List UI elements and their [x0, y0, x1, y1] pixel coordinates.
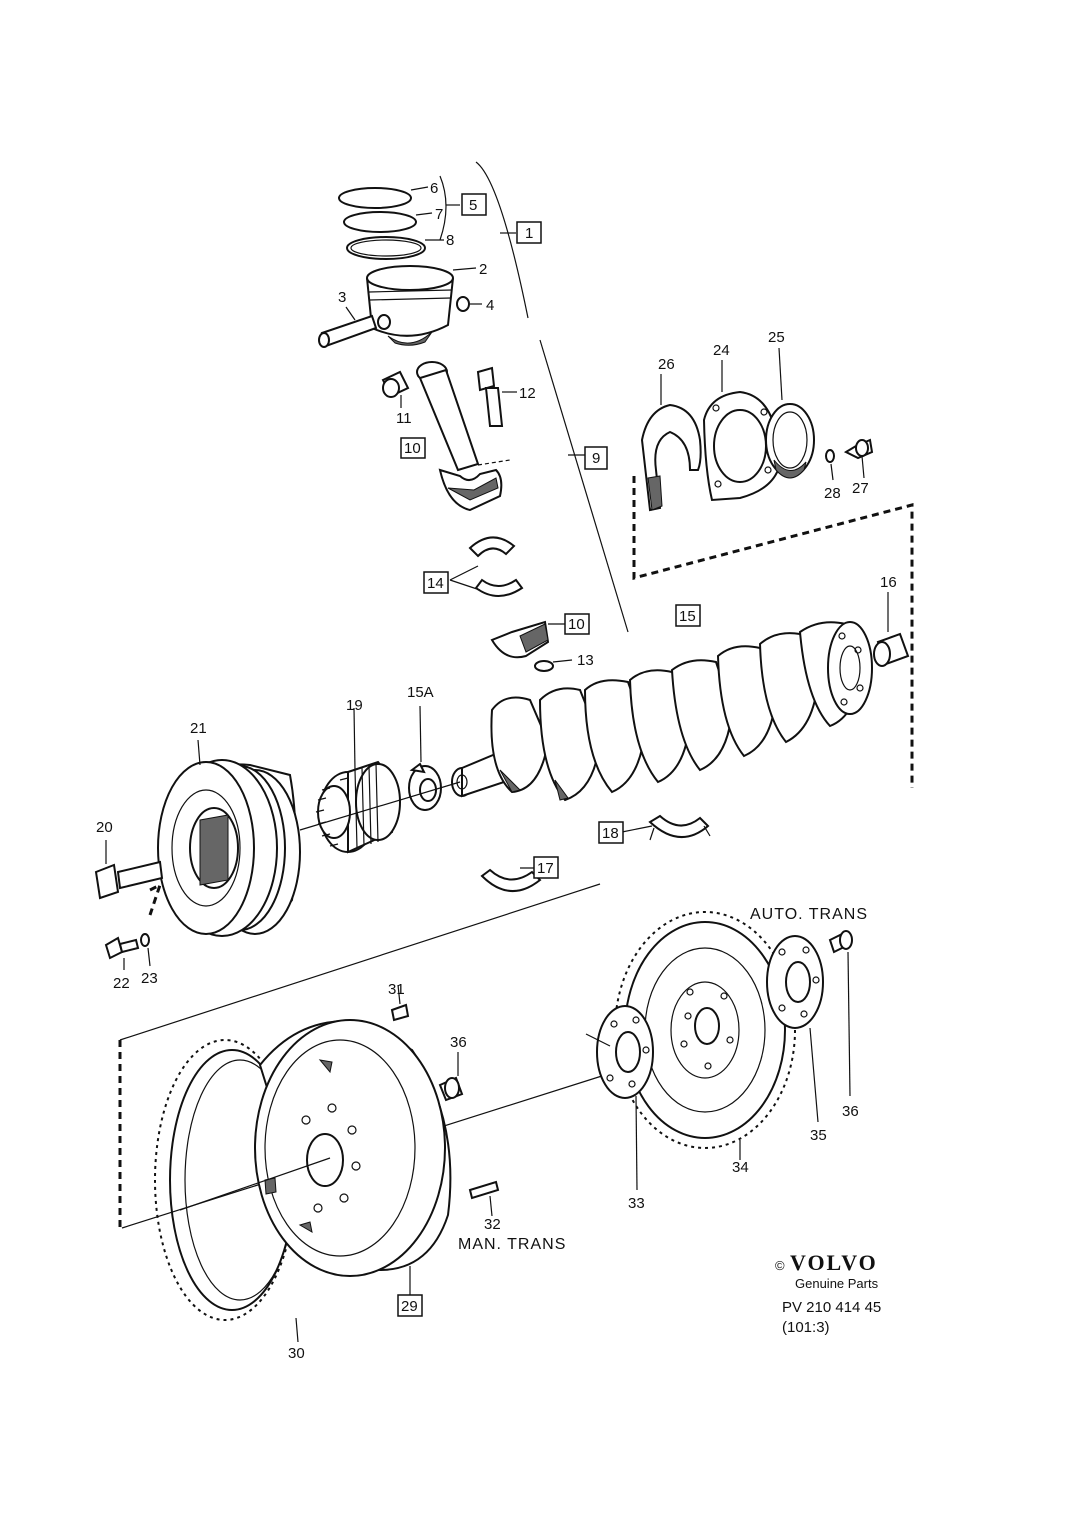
label-33: 33 [628, 1195, 645, 1212]
label-36-manual: 36 [450, 1034, 467, 1051]
boxed-labels: 5 1 10 9 14 10 15 18 17 29 [397, 193, 701, 1317]
box-10-top [400, 437, 426, 459]
label-22: 22 [113, 975, 130, 992]
connecting-rod [416, 361, 511, 512]
bearing-shells-upper [449, 536, 524, 597]
crank-pulley [157, 739, 301, 937]
label-4: 4 [486, 297, 494, 314]
thrust-bearing [621, 814, 711, 841]
label-6: 6 [430, 180, 438, 197]
rear-seal-housing [702, 390, 780, 502]
auto-trans-caption: AUTO. TRANS [750, 906, 868, 923]
box-10-cap [564, 613, 590, 635]
label-14: 14 [427, 575, 444, 592]
dowel-pin-lower [468, 1180, 500, 1217]
washer-bolt [825, 438, 874, 463]
flywheel-bolt [438, 1052, 464, 1102]
label-29: 29 [401, 1298, 418, 1315]
small-end-bushing [381, 370, 410, 408]
catalog-page: (101:3) [782, 1319, 830, 1336]
label-11: 11 [396, 410, 412, 427]
box-18 [598, 821, 624, 844]
label-2: 2 [479, 261, 487, 278]
label-17: 17 [537, 860, 554, 877]
label-12: 12 [519, 385, 536, 402]
volvo-logo: © VOLVO Genuine Parts [775, 1250, 879, 1291]
piston [366, 265, 477, 346]
keyed-washer [408, 705, 442, 811]
manual-flywheel [179, 1019, 452, 1277]
label-31: 31 [388, 981, 405, 998]
label-35: 35 [810, 1127, 827, 1144]
rod-bolt [476, 366, 517, 427]
label-19: 19 [346, 697, 363, 714]
pilot-bearing [873, 592, 910, 667]
label-10-top: 10 [404, 440, 421, 457]
brand-tagline: Genuine Parts [795, 1276, 879, 1291]
label-36-auto: 36 [842, 1103, 859, 1120]
small-bolt-washer [104, 933, 151, 970]
timing-gear [315, 707, 401, 854]
drive-plate [614, 911, 796, 1149]
label-15: 15 [679, 608, 696, 625]
label-26: 26 [658, 356, 675, 373]
piston-rings [338, 186, 444, 260]
label-24: 24 [713, 342, 730, 359]
label-30: 30 [288, 1345, 305, 1362]
main-bearing [480, 867, 542, 893]
pulley-bolt [94, 840, 164, 900]
label-9: 9 [592, 450, 600, 467]
label-25: 25 [768, 329, 785, 346]
label-10-cap: 10 [568, 616, 585, 633]
part-number-labels: 6 7 8 2 3 4 11 12 13 26 24 25 28 27 16 1… [96, 180, 897, 1362]
label-32: 32 [484, 1216, 501, 1233]
rear-gasket [640, 403, 702, 512]
box-15 [675, 604, 701, 627]
label-18: 18 [602, 825, 619, 842]
label-28: 28 [824, 485, 841, 502]
circlip [456, 296, 482, 312]
label-1: 1 [525, 225, 533, 242]
rear-spacer-plate [766, 935, 824, 1123]
label-27: 27 [852, 480, 869, 497]
label-20: 20 [96, 819, 113, 836]
label-13: 13 [577, 652, 594, 669]
copyright-mark: © [775, 1258, 785, 1273]
label-7: 7 [435, 206, 443, 223]
piston-pin [318, 306, 378, 348]
label-5: 5 [469, 197, 477, 214]
cap-nut [534, 659, 573, 672]
label-16: 16 [880, 574, 897, 591]
crankshaft [451, 621, 873, 802]
front-spacer-plate [585, 1005, 654, 1191]
plate-bolt [828, 930, 853, 1097]
label-21: 21 [190, 720, 207, 737]
label-8: 8 [446, 232, 454, 249]
label-34: 34 [732, 1159, 749, 1176]
dowel-pin-upper [390, 984, 410, 1022]
label-3: 3 [338, 289, 346, 306]
label-23: 23 [141, 970, 158, 987]
box-14 [423, 571, 449, 594]
box-17 [533, 856, 559, 879]
brand-name: VOLVO [790, 1250, 878, 1275]
box-29 [397, 1294, 423, 1317]
label-15a: 15A [407, 684, 434, 701]
box-9 [584, 446, 608, 470]
box-1 [516, 221, 542, 244]
bearing-cap [490, 620, 565, 659]
rear-oil-seal [765, 403, 815, 479]
box-5 [461, 193, 487, 216]
catalog-reference: PV 210 414 45 [782, 1299, 881, 1316]
man-trans-caption: MAN. TRANS [458, 1236, 566, 1253]
